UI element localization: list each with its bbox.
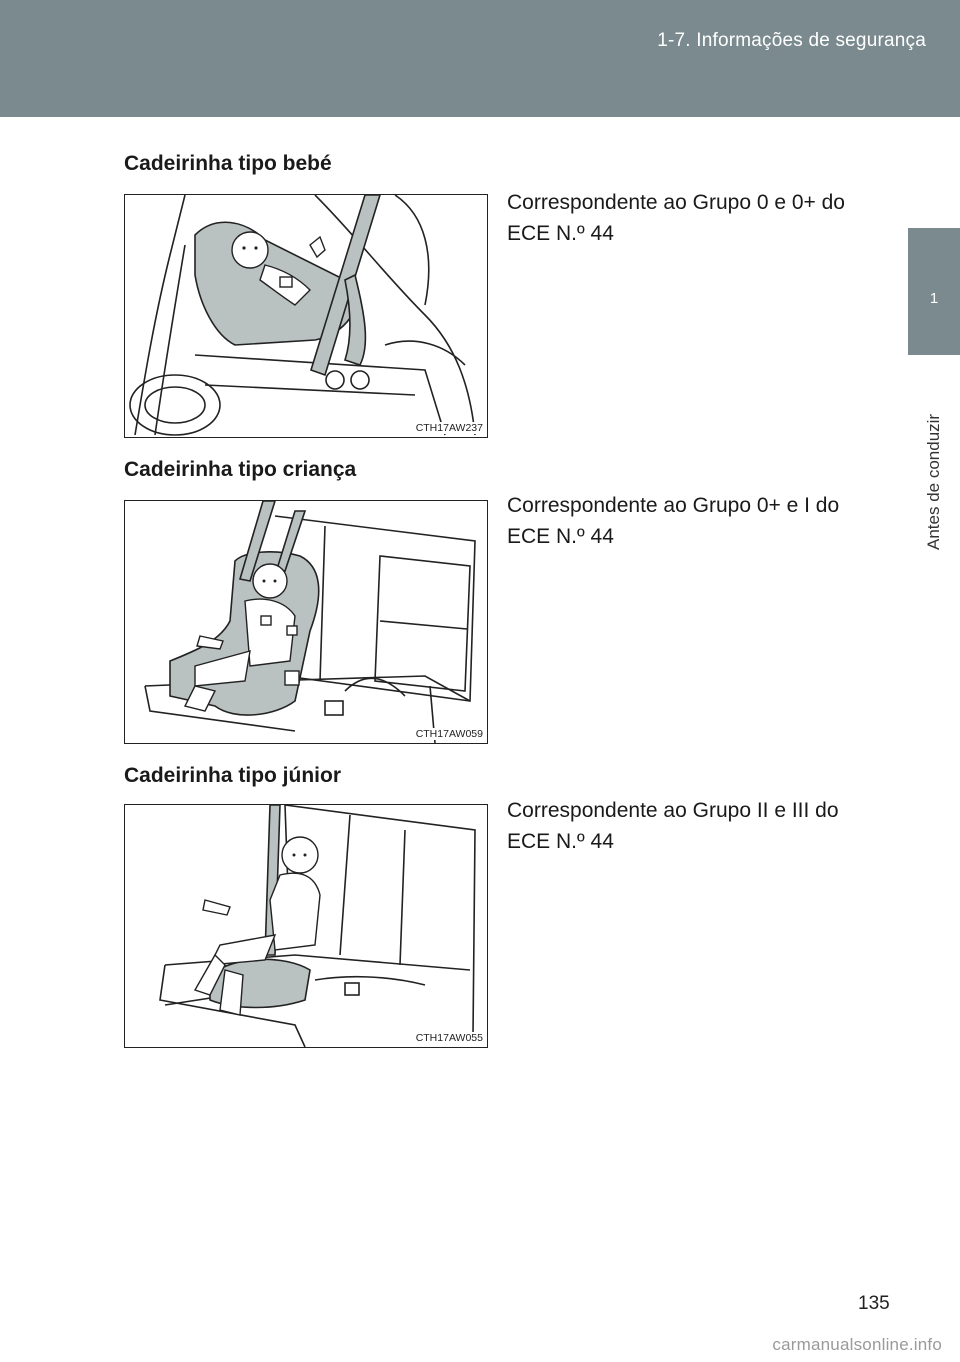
section-heading: 1-7. Informações de segurança — [657, 30, 926, 51]
section-description-infant-seat: Correspondente ao Grupo 0 e 0+ do ECE N.… — [507, 191, 845, 245]
section-title-infant-seat: Cadeirinha tipo bebé — [124, 152, 332, 175]
chapter-label: Antes de conduzir — [924, 413, 943, 550]
figure-code: CTH17AW237 — [414, 422, 484, 434]
section-description-child-seat: Correspondente ao Grupo 0+ e I do ECE N.… — [507, 494, 840, 548]
infant-seat-drawing — [129, 195, 476, 436]
illustration-child-seat: CTH17AW059 — [124, 500, 488, 744]
section-description-junior-seat: Correspondente ao Grupo II e III do ECE … — [507, 799, 839, 853]
illustration-infant-seat: CTH17AW237 — [124, 194, 488, 438]
figure-code: CTH17AW055 — [414, 1032, 484, 1044]
chapter-tab: 1 — [908, 228, 960, 355]
figure-code: CTH17AW059 — [414, 728, 484, 740]
chapter-number: 1 — [929, 290, 939, 307]
watermark: carmanualsonline.info — [772, 1335, 942, 1354]
section-title-junior-seat: Cadeirinha tipo júnior — [124, 764, 342, 787]
junior-seat-drawing — [159, 805, 476, 1047]
child-seat-drawing — [144, 501, 476, 743]
illustration-junior-seat: CTH17AW055 — [124, 804, 488, 1048]
page-header: 1-7. Informações de segurança — [0, 0, 960, 117]
chapter-label-container: Antes de conduzir — [908, 355, 960, 555]
page-number: 135 — [858, 1293, 890, 1314]
section-title-child-seat: Cadeirinha tipo criança — [124, 458, 357, 481]
